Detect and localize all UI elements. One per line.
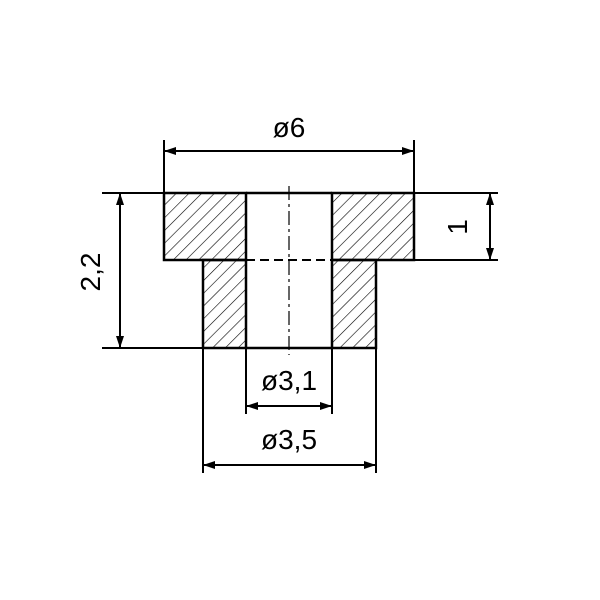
shank-diameter-label: ø3,5 xyxy=(261,424,317,455)
right-shank-section xyxy=(330,258,378,350)
outer-diameter-label: ø6 xyxy=(273,112,306,143)
dimension-flange-height: 1 xyxy=(414,192,498,261)
total-height-label: 2,2 xyxy=(75,253,106,292)
section-view xyxy=(162,186,416,355)
right-flange-section xyxy=(330,191,416,262)
dimension-outer-diameter: ø6 xyxy=(163,112,415,193)
dimension-bore-diameter: ø3,1 xyxy=(245,348,333,414)
left-shank-section xyxy=(201,258,248,350)
left-flange-section xyxy=(162,191,248,262)
dimension-shank-diameter: ø3,5 xyxy=(202,348,377,473)
dimension-total-height: 2,2 xyxy=(75,192,203,349)
bore-diameter-label: ø3,1 xyxy=(261,365,317,396)
flange-height-label: 1 xyxy=(442,219,473,235)
